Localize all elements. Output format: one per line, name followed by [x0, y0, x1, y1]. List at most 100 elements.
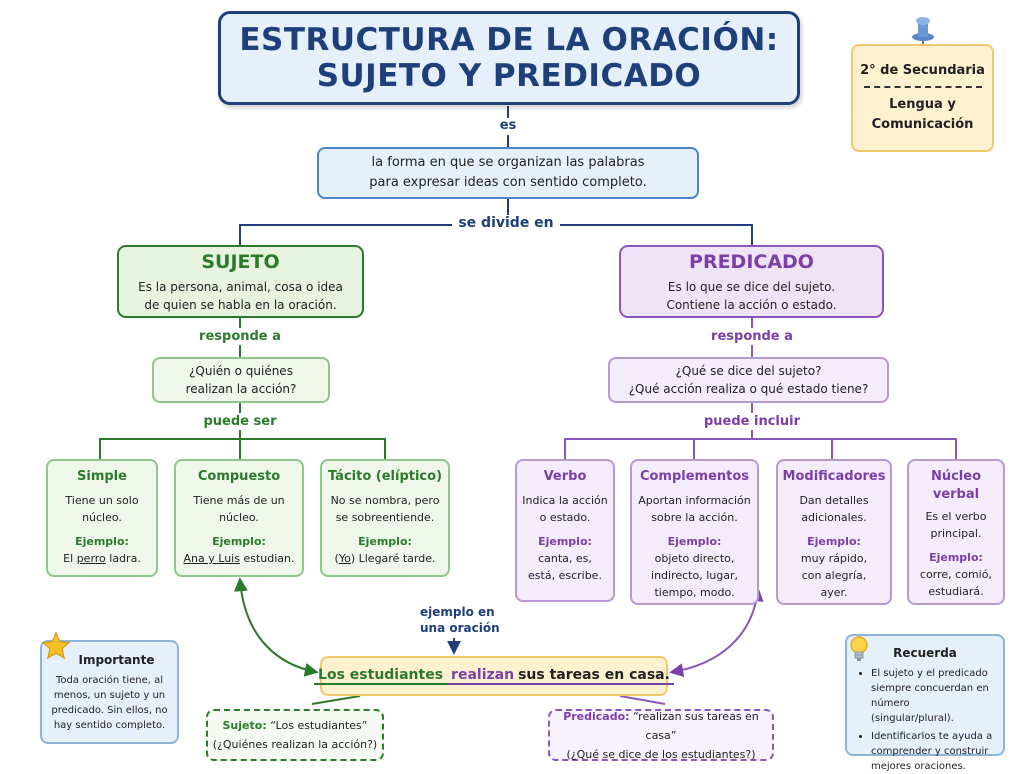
example-subject-line: Sujeto: “Los estudiantes”	[222, 716, 367, 735]
type-example-label: Ejemplo:	[358, 535, 412, 548]
part-example-1: muy rápido,	[800, 552, 868, 565]
example-nucleus: perro	[76, 552, 106, 565]
lightbulb-icon	[850, 636, 868, 661]
sujeto-type-simple: Simple Tiene un solo núcleo. Ejemplo: El…	[46, 459, 158, 577]
importante-line-2: menos, un sujeto y un	[53, 690, 166, 701]
predicado-question-2: ¿Qué acción realiza o qué estado tiene?	[628, 382, 869, 396]
type-example-label: Ejemplo:	[75, 535, 129, 548]
title-line-1: ESTRUCTURA DE LA ORACIÓN:	[239, 22, 779, 58]
type-title: Simple	[77, 469, 127, 484]
part-example-label: Ejemplo:	[807, 535, 861, 548]
type-desc-1: Tiene más de un	[193, 494, 285, 507]
example-predicate-label: Predicado:	[563, 709, 630, 723]
example-predicate-line: Predicado: “realizan sus tareas en casa”	[550, 707, 772, 745]
predicado-question-box: ¿Qué se dice del sujeto? ¿Qué acción rea…	[608, 357, 889, 403]
grade-divider	[863, 86, 982, 88]
example-pre: El	[63, 552, 77, 565]
example-verb-text: realizan	[451, 667, 515, 683]
part-example-1: canta, es,	[538, 552, 592, 565]
type-desc-2: núcleo.	[219, 511, 259, 524]
definition-line-2: para expresar ideas con sentido completo…	[369, 175, 647, 190]
part-example-2: está, escribe.	[528, 569, 602, 582]
example-pre: (	[334, 552, 339, 565]
recuerda-item: El sujeto y el predicado siempre concuer…	[871, 666, 995, 726]
connector-responde-a-predicado: responde a	[711, 329, 793, 344]
sujeto-question-1: ¿Quién o quiénes	[189, 364, 293, 378]
importante-title: Importante	[78, 653, 155, 667]
predicado-line-1: Es lo que se dice del sujeto.	[667, 280, 836, 294]
example-post: ) Llegaré tarde.	[350, 552, 436, 565]
grade-subject-2: Comunicación	[871, 117, 974, 132]
sujeto-question-2: realizan la acción?	[185, 382, 297, 396]
definition-line-1: la forma en que se organizan las palabra…	[371, 155, 645, 170]
connector-ejemplo: ejemplo en una oración	[420, 604, 500, 636]
grade-subject-1: Lengua y	[889, 97, 956, 112]
part-example-2: con alegría,	[801, 569, 867, 582]
connector-puede-ser: puede ser	[203, 414, 277, 429]
type-desc-1: Tiene un solo	[65, 494, 139, 507]
example-predicate-value: “realizan sus tareas en casa”	[633, 709, 759, 742]
part-desc-2: adicionales.	[801, 511, 867, 524]
sujeto-line-1: Es la persona, animal, cosa o idea	[138, 280, 343, 294]
predicado-title: PREDICADO	[689, 251, 814, 273]
example-post: ladra.	[105, 552, 141, 565]
part-title-2: verbal	[932, 487, 980, 502]
type-desc-2: núcleo.	[82, 511, 122, 524]
example-subject-label: Sujeto:	[222, 719, 267, 732]
type-example: Ana y Luis estudian.	[184, 550, 295, 567]
example-predicate-box: Predicado: “realizan sus tareas en casa”…	[548, 709, 774, 761]
grade-level: 2° de Secundaria	[860, 63, 985, 78]
definition-box: la forma en que se organizan las palabra…	[317, 147, 699, 199]
part-example-2: estudiará.	[928, 585, 984, 598]
type-example-label: Ejemplo:	[212, 535, 266, 548]
connector-responde-a-sujeto: responde a	[199, 329, 281, 344]
part-title: Modificadores	[782, 469, 886, 484]
sujeto-title: SUJETO	[201, 251, 280, 273]
example-predicate-question: (¿Qué se dice de los estudiantes?)	[566, 747, 756, 761]
predicado-box: PREDICADO Es lo que se dice del sujeto. …	[619, 245, 884, 318]
part-desc-1: Aportan información	[638, 494, 751, 507]
predicado-part-complementos: Complementos Aportan información sobre l…	[630, 459, 759, 605]
pushpin-icon	[912, 17, 934, 54]
predicado-part-verbo: Verbo Indica la acción o estado. Ejemplo…	[515, 459, 615, 602]
sujeto-question-box: ¿Quién o quiénes realizan la acción?	[152, 357, 330, 403]
type-title: Tácito (elíptico)	[327, 469, 443, 484]
part-example-3: ayer.	[820, 586, 848, 599]
part-example-label: Ejemplo:	[538, 535, 592, 548]
importante-line-4: hay sentido completo.	[53, 720, 166, 731]
predicado-part-modificadores: Modificadores Dan detalles adicionales. …	[776, 459, 892, 605]
part-desc-2: sobre la acción.	[651, 511, 738, 524]
grade-box: 2° de Secundaria Lengua y Comunicación	[851, 44, 994, 152]
example-nucleus: Ana y Luis	[183, 552, 240, 565]
part-example-3: tiempo, modo.	[654, 586, 735, 599]
part-example-label: Ejemplo:	[929, 551, 983, 564]
star-icon	[41, 631, 71, 660]
sujeto-box: SUJETO Es la persona, animal, cosa o ide…	[117, 245, 364, 318]
connector-se-divide-en: se divide en	[458, 215, 554, 231]
part-desc-2: o estado.	[539, 511, 591, 524]
title-line-2: SUJETO Y PREDICADO	[316, 58, 702, 94]
connector-ejemplo-1: ejemplo en	[420, 605, 495, 619]
part-desc-2: principal.	[930, 527, 982, 540]
sujeto-type-tacito: Tácito (elíptico) No se nombra, pero se …	[320, 459, 450, 577]
type-desc-1: No se nombra, pero	[330, 494, 440, 507]
example-post: estudian.	[239, 552, 295, 565]
part-example-2: indirecto, lugar,	[651, 569, 738, 582]
importante-line-3: predicado. Sin ellos, no	[51, 705, 168, 716]
connector-ejemplo-2: una oración	[420, 621, 500, 635]
part-example-1: objeto directo,	[654, 552, 735, 565]
example-subject-question: (¿Quiénes realizan la acción?)	[212, 738, 378, 751]
title-box: ESTRUCTURA DE LA ORACIÓN: SUJETO Y PREDI…	[218, 11, 800, 105]
part-desc-1: Es el verbo	[925, 510, 987, 523]
part-title: Verbo	[543, 469, 587, 484]
type-title: Compuesto	[197, 469, 281, 484]
type-example: (Yo) Llegaré tarde.	[335, 550, 436, 567]
example-subject: Los estudiantes	[314, 667, 448, 685]
type-desc-2: se sobreentiende.	[335, 511, 435, 524]
part-example-1: corre, comió,	[920, 568, 992, 581]
importante-line-1: Toda oración tiene, al	[55, 675, 164, 686]
